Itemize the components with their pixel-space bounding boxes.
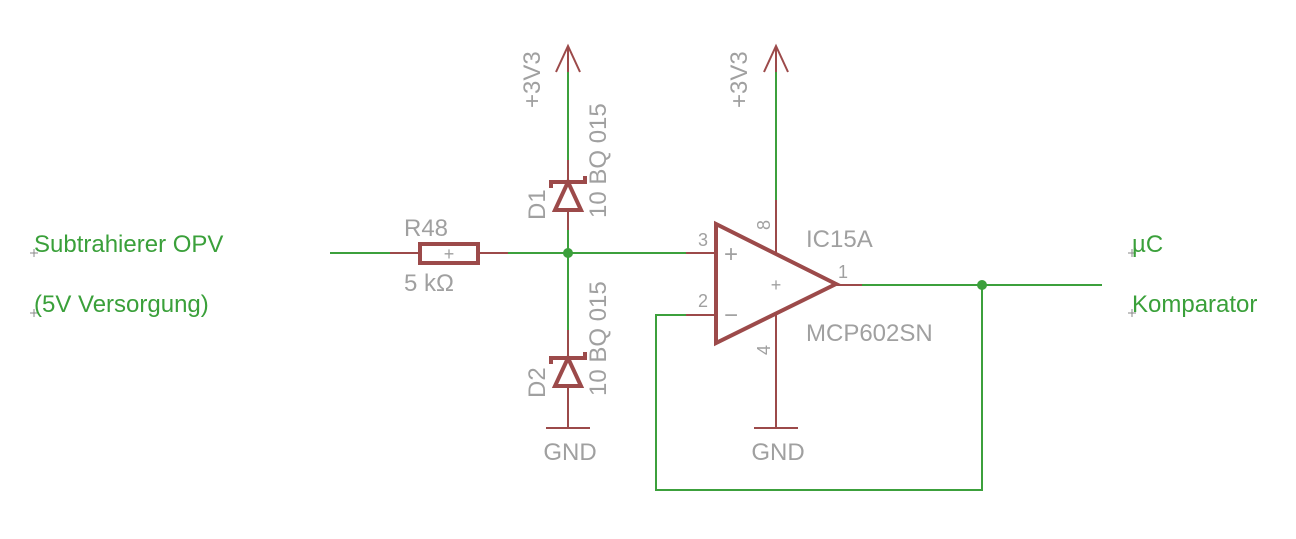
diode-d2-value: 10 BQ 015 [585,281,612,396]
net-label-output: µC Komparator [1128,231,1257,318]
ground-opamp: GND [751,370,805,466]
junction-input-node [563,248,573,258]
diode-d1-value: 10 BQ 015 [585,103,612,218]
opamp-name: IC15A [806,226,873,253]
diode-d1: D1 10 BQ 015 [524,103,612,230]
supply-diode: +3V3 [519,43,581,108]
opamp-pin8-number: 8 [754,220,774,230]
supply-diode-label: +3V3 [519,51,546,108]
ground-opamp-label: GND [751,439,804,466]
opamp-pin2-number: 2 [698,291,708,311]
resistor-value: 5 kΩ [404,270,454,297]
diode-d2-name: D2 [524,367,551,398]
diode-d2: D2 10 BQ 015 [524,281,612,410]
ground-diode-label: GND [543,439,596,466]
opamp-minus-symbol: − [724,302,738,329]
supply-opamp-label: +3V3 [726,51,753,108]
diode-d1-triangle [551,177,585,212]
wire-feedback [655,285,983,491]
diode-d1-name: D1 [524,189,551,220]
diode-d2-triangle [551,353,585,388]
net-label-input-line1: Subtrahierer OPV [34,231,223,258]
ground-diode: GND [543,410,597,466]
net-label-input-line2: (5V Versorgung) [34,291,209,318]
origin-cross-icon [30,249,38,257]
net-label-input: Subtrahierer OPV (5V Versorgung) [30,231,223,318]
net-label-output-line1: µC [1132,231,1163,258]
opamp-pin4-number: 4 [754,345,774,355]
resistor-name: R48 [404,215,448,242]
opamp-pin1-number: 1 [838,262,848,282]
opamp-value: MCP602SN [806,320,933,347]
diode-d1-cathode-bar [549,176,587,188]
supply-opamp: +3V3 [726,43,789,108]
junction-output-node [977,280,987,290]
origin-cross-icon [30,309,38,317]
resistor-center-mark: + [444,244,455,264]
origin-cross-icon [1128,309,1136,317]
opamp-pin3-number: 3 [698,230,708,250]
resistor-r48: + R48 5 kΩ [390,215,508,297]
opamp-ic15a: + − + 3 2 1 8 4 IC15A MCP602SN [686,200,933,370]
opamp-center-mark: + [771,275,782,295]
opamp-plus-symbol: + [724,241,738,268]
net-label-output-line2: Komparator [1132,291,1257,318]
diode-d2-cathode-bar [549,352,587,364]
origin-cross-icon [1128,249,1136,257]
